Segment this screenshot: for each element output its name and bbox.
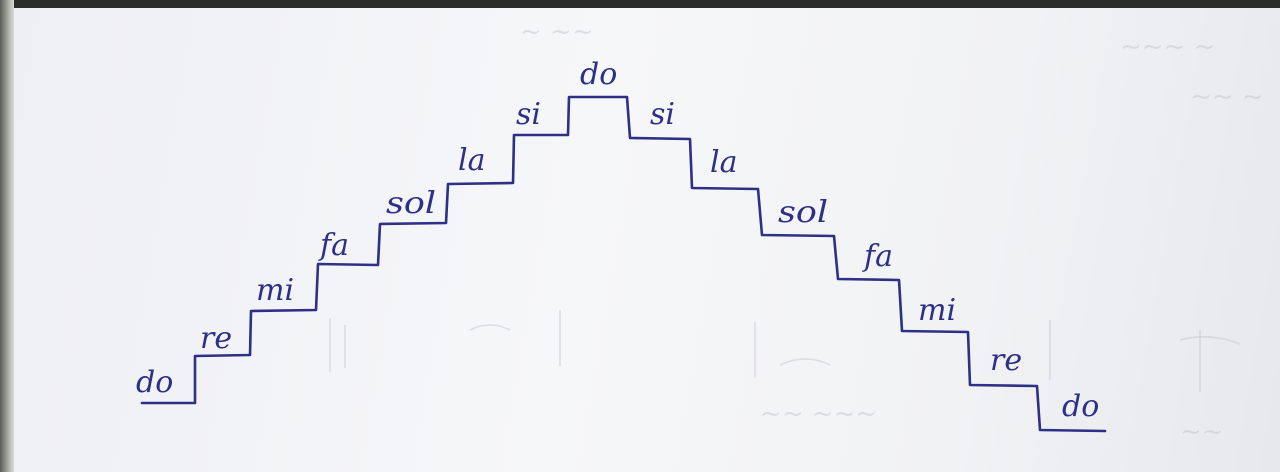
note-label-desc-re: re [990,343,1022,378]
note-label-desc-mi: mi [918,293,956,328]
note-label-desc-la: la [710,145,737,180]
note-label-asc-fa: fa [318,228,349,263]
svg-text:~~ ~: ~~ ~ [1190,82,1264,112]
note-label-asc-re: re [200,321,232,356]
note-label-asc-do: do [136,365,173,400]
photo-border-top [0,0,1280,8]
solfege-staircase-diagram: ~ ~~ ~~~ ~ ~~ ~ ~~ ~~~ ~~ do re mi fa so… [136,17,1264,447]
staircase-line [140,95,1107,433]
note-label-asc-la: la [458,143,485,178]
note-label-desc-si: si [650,97,675,132]
note-label-desc-fa: fa [862,239,893,274]
paper-sheet: ~ ~~ ~~~ ~ ~~ ~ ~~ ~~~ ~~ do re mi fa so… [14,8,1280,472]
note-label-desc-do: do [1062,389,1099,424]
svg-text:~~: ~~ [1180,417,1224,447]
photo-border-left [0,0,14,472]
note-label-top-do: do [580,57,617,92]
note-label-desc-sol: sol [778,195,828,230]
note-label-asc-si: si [516,97,541,132]
svg-text:~~ ~~~: ~~ ~~~ [760,399,877,429]
note-label-asc-mi: mi [256,273,294,308]
note-label-asc-sol: sol [386,186,436,221]
svg-text:~ ~~: ~ ~~ [520,17,594,47]
bleed-through-marks: ~ ~~ ~~~ ~ ~~ ~ ~~ ~~~ ~~ [329,17,1264,447]
svg-text:~~~ ~: ~~~ ~ [1120,32,1215,62]
